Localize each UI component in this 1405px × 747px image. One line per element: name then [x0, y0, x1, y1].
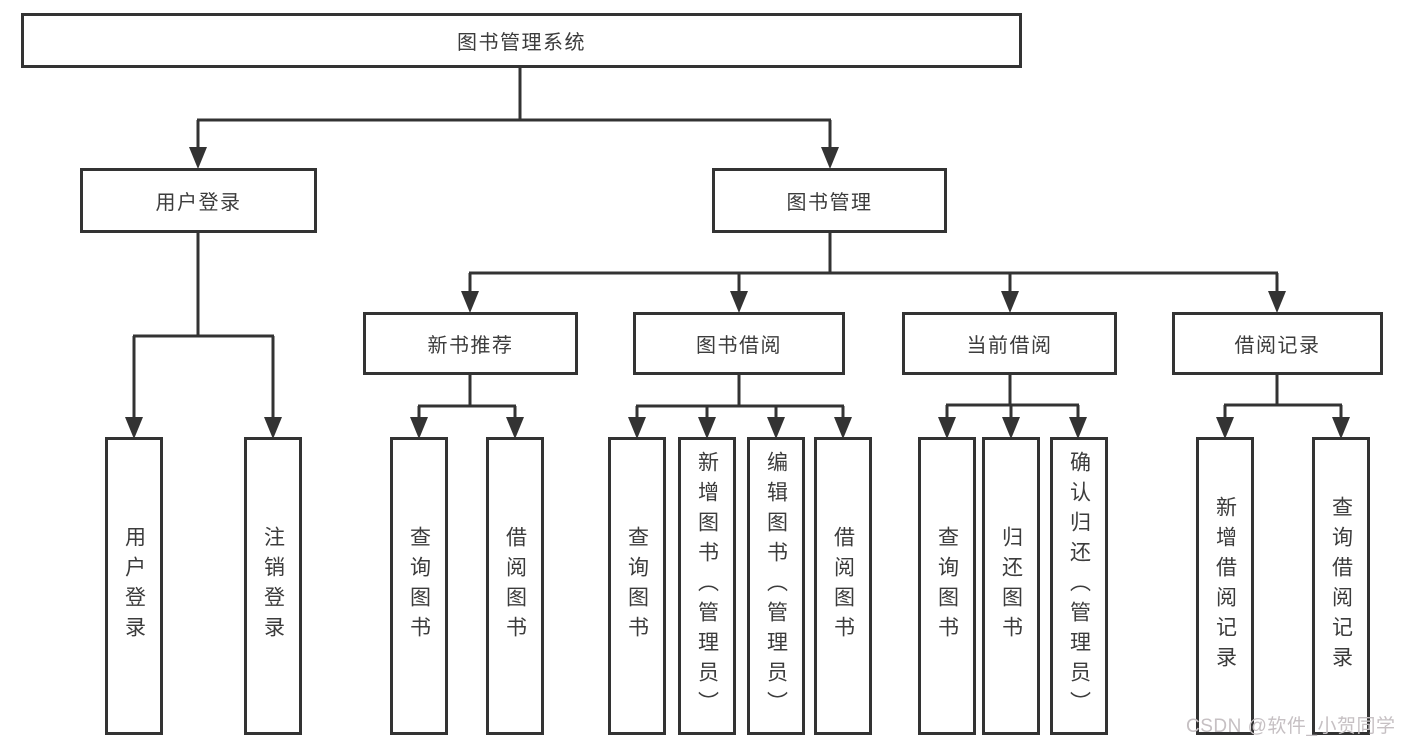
node-label: 图书借阅 — [696, 335, 782, 357]
node-book-borrowing: 图书借阅 — [633, 312, 845, 375]
leaf-label: 查询图书 — [625, 526, 649, 646]
node-label: 新书推荐 — [427, 335, 514, 357]
arrowhead-down-icon — [1216, 417, 1350, 439]
node-current-borrowing: 当前借阅 — [902, 312, 1117, 375]
node-borrowing-records: 借阅记录 — [1172, 312, 1383, 375]
node-book-management: 图书管理 — [712, 168, 947, 233]
leaf-borrow-books-recommend: 借阅图书 — [486, 437, 544, 735]
arrowhead-down-icon — [938, 417, 1087, 439]
leaf-label: 借阅图书 — [503, 526, 527, 646]
leaf-confirm-return-admin: 确认归还（管理员） — [1050, 437, 1108, 735]
leaf-label: 查询图书 — [407, 526, 431, 646]
leaf-return-books: 归还图书 — [982, 437, 1040, 735]
leaf-label: 用户登录 — [122, 526, 146, 646]
arrowhead-down-icon — [410, 417, 524, 439]
leaf-label: 借阅图书 — [831, 526, 855, 646]
leaf-label: 确认归还（管理员） — [1067, 451, 1091, 721]
leaf-label: 查询图书 — [935, 526, 959, 646]
connector-records-branch — [1223, 373, 1343, 424]
connector-borrowing-branch — [635, 373, 845, 424]
arrowhead-down-icon — [461, 291, 1286, 313]
node-user-login: 用户登录 — [80, 168, 317, 233]
node-label: 当前借阅 — [966, 335, 1053, 357]
leaf-query-books-borrowing: 查询图书 — [608, 437, 666, 735]
node-label: 图书管理 — [786, 192, 873, 214]
node-label: 图书管理系统 — [457, 32, 586, 54]
node-label: 借阅记录 — [1234, 335, 1321, 357]
leaf-label: 新增借阅记录 — [1213, 496, 1237, 676]
node-label: 用户登录 — [155, 192, 242, 214]
leaf-label: 归还图书 — [999, 526, 1023, 646]
leaf-label: 新增图书（管理员） — [695, 451, 719, 721]
node-library-system: 图书管理系统 — [21, 13, 1022, 68]
connector-user-login-branch — [132, 231, 275, 421]
leaf-add-borrow-record: 新增借阅记录 — [1196, 437, 1254, 735]
watermark: CSDN @软件_小贺同学 — [1186, 716, 1396, 737]
arrowhead-down-icon — [125, 417, 282, 439]
connector-recommend-branch — [417, 373, 517, 424]
connector-book-management-branch — [468, 231, 1279, 296]
arrowhead-down-icon — [189, 147, 839, 169]
leaf-add-book-admin: 新增图书（管理员） — [678, 437, 736, 735]
arrowhead-down-icon — [628, 417, 852, 439]
leaf-query-books-recommend: 查询图书 — [390, 437, 448, 735]
leaf-borrow-books-borrowing: 借阅图书 — [814, 437, 872, 735]
leaf-edit-book-admin: 编辑图书（管理员） — [747, 437, 805, 735]
leaf-query-borrow-record: 查询借阅记录 — [1312, 437, 1370, 735]
node-new-book-recommendation: 新书推荐 — [363, 312, 578, 375]
leaf-label: 注销登录 — [261, 526, 285, 646]
leaf-user-login: 用户登录 — [105, 437, 163, 735]
connector-current-branch — [945, 373, 1080, 424]
connector-root-to-level2 — [196, 66, 832, 150]
leaf-logout-login: 注销登录 — [244, 437, 302, 735]
leaf-label: 查询借阅记录 — [1329, 496, 1353, 676]
leaf-query-books-current: 查询图书 — [918, 437, 976, 735]
leaf-label: 编辑图书（管理员） — [764, 451, 788, 721]
